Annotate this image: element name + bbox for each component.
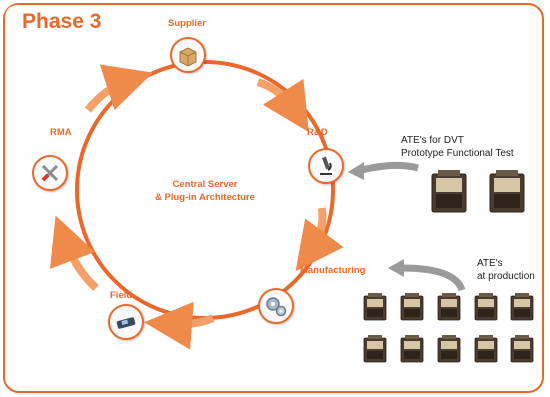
ate-rack-production-5 bbox=[510, 293, 534, 321]
ate-rack-dvt-2 bbox=[489, 170, 525, 213]
phase-frame bbox=[3, 3, 544, 393]
dvt-note-line-1: ATE's for DVT bbox=[401, 135, 464, 146]
arrow-dvt-to-rd bbox=[348, 161, 419, 180]
dvt-note: ATE's for DVT Prototype Functional Test bbox=[401, 134, 514, 160]
manufacturing-node[interactable] bbox=[258, 288, 294, 324]
rma-node[interactable] bbox=[32, 155, 68, 191]
stage-label-field: Field bbox=[110, 290, 133, 301]
stage-label-supplier: Supplier bbox=[168, 18, 207, 29]
rd-node[interactable] bbox=[308, 148, 344, 184]
arrow-production-to-manufacturing bbox=[388, 259, 466, 292]
arrow-field-to-rma bbox=[49, 215, 99, 291]
supplier-node[interactable] bbox=[170, 37, 206, 73]
center-line-2: & Plug-in Architecture bbox=[155, 192, 255, 203]
ate-rack-production-2 bbox=[400, 293, 424, 321]
arrow-supplier-to-rd bbox=[256, 78, 309, 133]
production-note-line-2: at production bbox=[477, 271, 535, 282]
ate-rack-dvt-1 bbox=[431, 170, 467, 213]
arrow-rd-to-manufacturing bbox=[295, 207, 344, 272]
ate-rack-production-3 bbox=[437, 293, 461, 321]
stage-label-rma: RMA bbox=[50, 127, 72, 138]
dvt-note-line-2: Prototype Functional Test bbox=[401, 148, 514, 159]
stage-label-rd: R&D bbox=[307, 127, 328, 138]
ate-rack-production-4 bbox=[474, 293, 498, 321]
tools-icon bbox=[41, 164, 59, 182]
device-icon bbox=[116, 317, 136, 329]
phase-title: Phase 3 bbox=[22, 10, 102, 33]
ate-rack-production-9 bbox=[474, 335, 498, 363]
production-note-line-1: ATE's bbox=[477, 258, 503, 269]
production-note: ATE's at production bbox=[477, 257, 535, 283]
arrow-manufacturing-to-field bbox=[144, 301, 215, 350]
phase-title-tab bbox=[5, 5, 129, 47]
microscope-icon bbox=[320, 156, 332, 175]
gears-icon bbox=[266, 297, 287, 317]
arrow-rma-to-supplier bbox=[84, 64, 153, 113]
stage-label-manufacturing: Manufacturing bbox=[300, 265, 366, 276]
center-line-1: Central Server bbox=[172, 179, 238, 190]
box-icon bbox=[179, 47, 197, 67]
ate-rack-production-10 bbox=[510, 335, 534, 363]
ate-rack-production-6 bbox=[363, 335, 387, 363]
ate-rack-production-1 bbox=[363, 293, 387, 321]
central-server-label: Central Server & Plug-in Architecture bbox=[140, 178, 270, 204]
ate-rack-production-7 bbox=[400, 335, 424, 363]
ate-rack-production-8 bbox=[437, 335, 461, 363]
field-node[interactable] bbox=[108, 304, 144, 340]
